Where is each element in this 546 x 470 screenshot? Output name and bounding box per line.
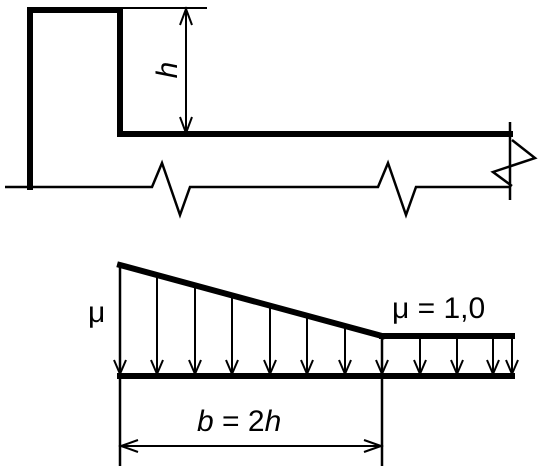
load-arrow xyxy=(338,325,352,377)
load-arrow xyxy=(150,275,164,377)
load-diagram: μ μ = 1,0 b = 2h xyxy=(88,261,519,466)
b-h: h xyxy=(265,405,282,438)
tall-wall-outline xyxy=(27,7,513,190)
load-arrow xyxy=(188,285,202,377)
load-arrow xyxy=(263,305,277,377)
h-dimension xyxy=(179,6,193,136)
arrow-down-icon xyxy=(450,359,464,377)
arrow-down-icon xyxy=(113,359,127,377)
ground-line xyxy=(5,159,510,219)
load-arrow xyxy=(113,265,127,377)
h-arrow-up-icon xyxy=(179,6,193,26)
arrow-down-icon xyxy=(150,359,164,377)
b-var: b xyxy=(197,405,214,438)
arrow-down-icon xyxy=(188,359,202,377)
arrow-down-icon xyxy=(338,359,352,377)
load-arrow xyxy=(225,295,239,377)
b-arrow-left-icon xyxy=(117,439,139,453)
arrow-down-icon xyxy=(300,359,314,377)
roof-break-mark xyxy=(490,139,538,188)
b-eq: = 2 xyxy=(214,405,265,438)
arrow-down-icon xyxy=(263,359,277,377)
b-width-label: b = 2h xyxy=(197,405,281,438)
mu-label: μ xyxy=(88,296,105,329)
h-arrow-down-icon xyxy=(179,116,193,136)
b-dimension xyxy=(117,439,385,453)
roof-section: h xyxy=(5,6,538,219)
arrow-down-icon xyxy=(486,359,500,377)
arrow-down-icon xyxy=(413,359,427,377)
b-arrow-right-icon xyxy=(363,439,385,453)
h-label: h xyxy=(151,62,184,79)
arrow-down-icon xyxy=(505,359,519,377)
load-arrow xyxy=(486,336,500,377)
load-arrow xyxy=(375,336,389,377)
load-arrows xyxy=(113,265,519,377)
load-arrow xyxy=(450,336,464,377)
arrow-down-icon xyxy=(225,359,239,377)
load-sloped-line xyxy=(116,261,386,340)
load-arrow xyxy=(505,336,519,377)
arrow-down-icon xyxy=(375,359,389,377)
load-arrow xyxy=(413,336,427,377)
load-arrow xyxy=(300,315,314,377)
mu-right-label: μ = 1,0 xyxy=(392,292,485,325)
